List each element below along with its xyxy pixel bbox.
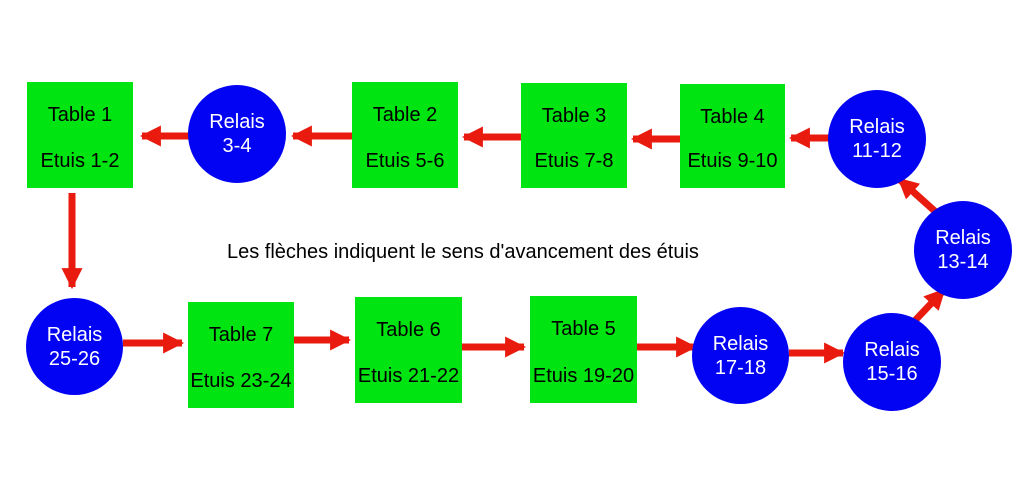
- node-subtitle: Etuis 5-6: [365, 150, 445, 172]
- node-relais-3-4: Relais 3-4: [188, 85, 286, 183]
- node-title: Table 2: [372, 104, 438, 126]
- node-subtitle: 3-4: [222, 135, 252, 157]
- node-subtitle: 13-14: [937, 251, 989, 273]
- node-relais-15-16: Relais 15-16: [843, 313, 941, 411]
- diagram-note: Les flèches indiquent le sens d'avanceme…: [227, 241, 699, 263]
- node-relais-17-18: Relais 17-18: [692, 307, 789, 404]
- node-title: Relais: [46, 323, 103, 346]
- node-table-5: Table 5 Etuis 19-20: [530, 296, 637, 403]
- node-table-3: Table 3 Etuis 7-8: [521, 83, 627, 188]
- node-subtitle: Etuis 1-2: [40, 150, 120, 172]
- node-table-1: Table 1 Etuis 1-2: [27, 82, 133, 188]
- node-title: Relais: [209, 111, 265, 133]
- node-title: Table 1: [47, 104, 113, 126]
- node-title: Relais: [712, 332, 769, 355]
- node-title: Relais: [935, 227, 991, 249]
- arrow-relais-13-14-to-relais-11-12: [896, 176, 941, 217]
- node-subtitle: Etuis 23-24: [190, 370, 292, 392]
- node-subtitle: Etuis 19-20: [532, 365, 635, 387]
- node-title: Table 5: [551, 318, 616, 340]
- node-table-7: Table 7 Etuis 23-24: [188, 302, 294, 408]
- node-table-6: Table 6 Etuis 21-22: [355, 297, 462, 403]
- node-subtitle: 25-26: [48, 347, 101, 370]
- node-subtitle: Etuis 7-8: [534, 150, 614, 172]
- node-relais-11-12: Relais 11-12: [828, 90, 926, 188]
- node-title: Relais: [849, 116, 905, 138]
- node-subtitle: 17-18: [714, 356, 767, 379]
- node-subtitle: Etuis 9-10: [687, 150, 778, 172]
- node-subtitle: Etuis 21-22: [357, 365, 460, 387]
- node-title: Table 3: [541, 105, 607, 127]
- node-table-2: Table 2 Etuis 5-6: [352, 82, 458, 188]
- node-title: Table 4: [700, 106, 765, 128]
- node-title: Table 6: [376, 319, 441, 341]
- node-title: Relais: [864, 339, 920, 361]
- node-relais-13-14: Relais 13-14: [914, 201, 1012, 299]
- node-subtitle: 15-16: [866, 363, 918, 385]
- node-relais-25-26: Relais 25-26: [26, 298, 123, 395]
- node-table-4: Table 4 Etuis 9-10: [680, 84, 785, 188]
- node-title: Table 7: [208, 324, 274, 346]
- node-subtitle: 11-12: [852, 140, 902, 162]
